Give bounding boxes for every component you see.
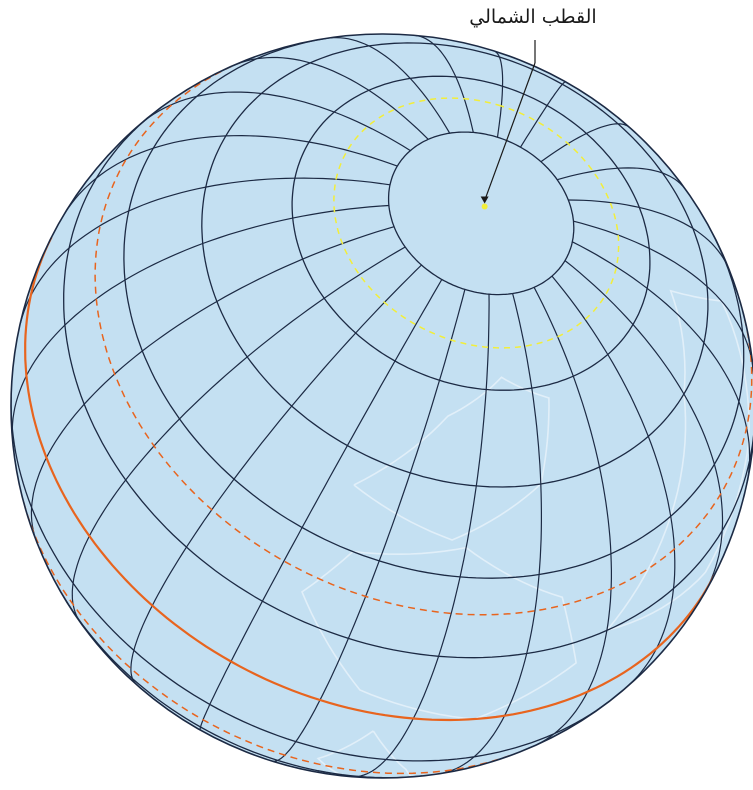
north-pole-label: القطب الشمالي <box>468 6 598 28</box>
globe-sphere <box>11 34 753 778</box>
north-pole-point <box>482 204 488 210</box>
